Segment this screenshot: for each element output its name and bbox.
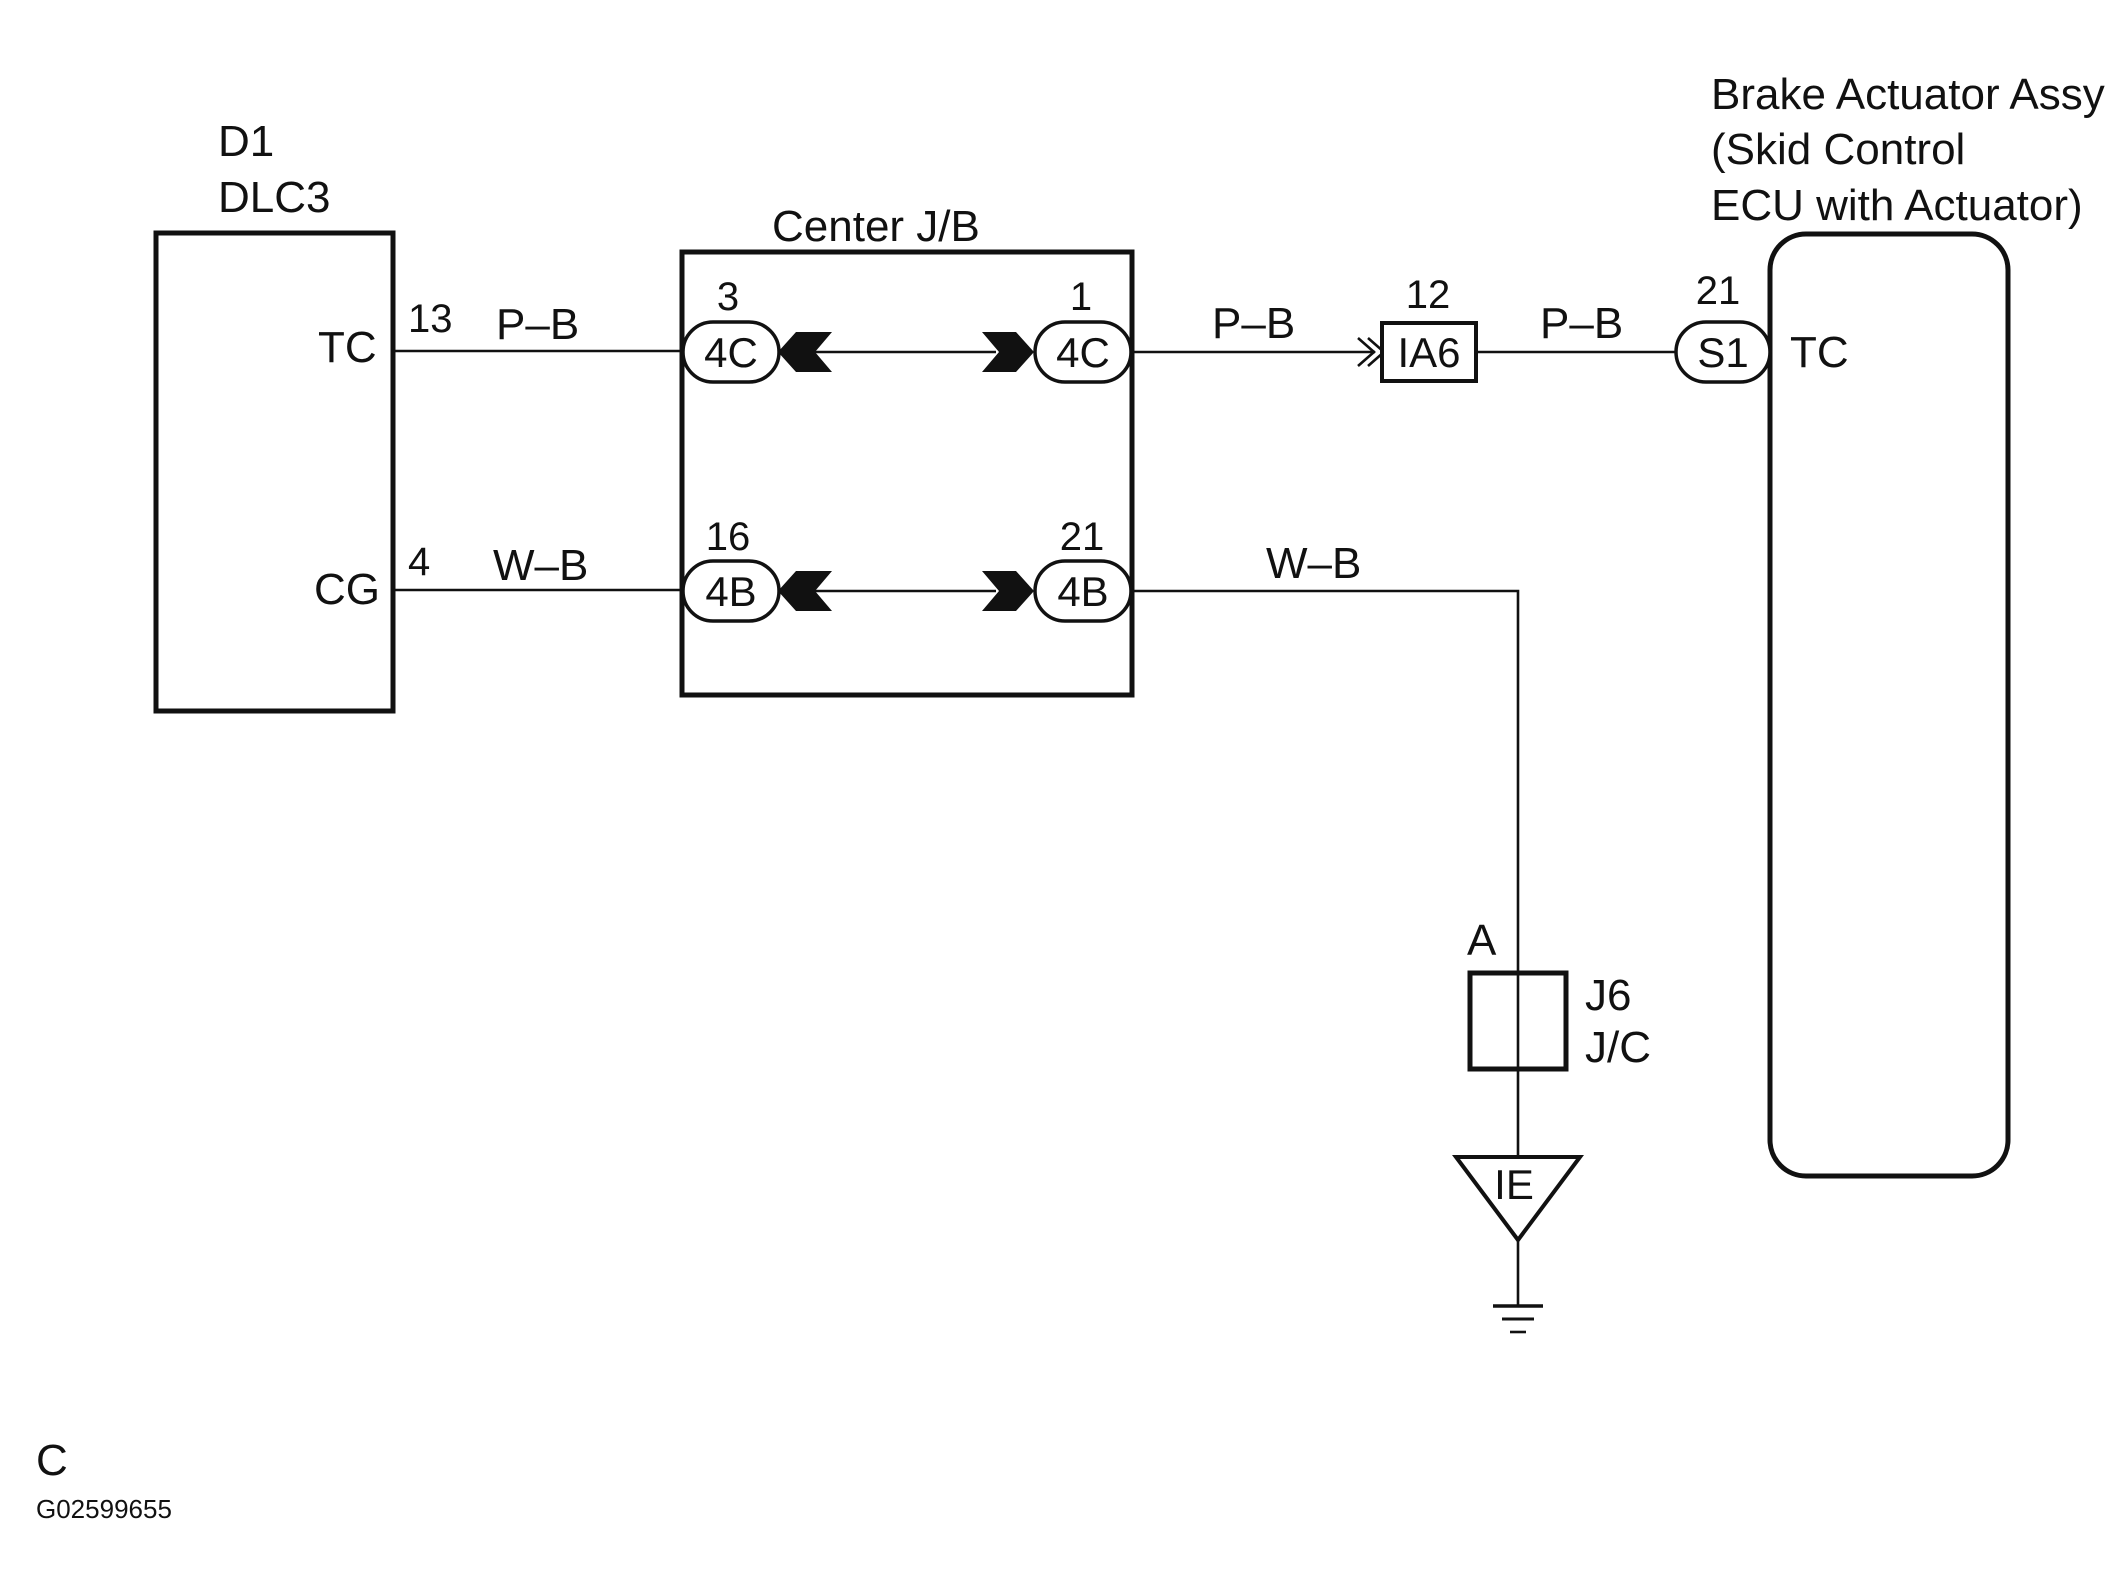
wire-color-cg-left: W–B bbox=[493, 541, 588, 590]
jb-connector-bottom-left-pin: 16 bbox=[706, 515, 751, 559]
dlc3-cg-pin-number: 4 bbox=[408, 540, 430, 584]
junction-point-label: A bbox=[1467, 916, 1497, 965]
ecu-title-line-1: Brake Actuator Assy bbox=[1711, 70, 2105, 119]
footer-letter: C bbox=[36, 1436, 68, 1485]
ecu-connector-code: S1 bbox=[1697, 329, 1748, 376]
ia6-connector-code: IA6 bbox=[1397, 329, 1460, 376]
jb-arrow-bottom-left-icon bbox=[778, 571, 832, 611]
wire-line-jb-to-junction bbox=[1132, 589, 1520, 973]
jb-connector-bottom-right bbox=[1033, 559, 1133, 623]
center-jb-title: Center J/B bbox=[772, 202, 980, 251]
jb-connector-bottom-left bbox=[681, 559, 781, 623]
ecu-title-line-2: (Skid Control bbox=[1711, 125, 1965, 174]
jb-connector-top-right-pin: 1 bbox=[1070, 275, 1092, 319]
dlc3-cg-wire: 4 W–B bbox=[393, 540, 680, 592]
junction-name-label: J/C bbox=[1585, 1023, 1651, 1072]
jb-arrow-bottom-right-icon bbox=[982, 571, 1034, 611]
center-jb-box bbox=[679, 249, 1135, 698]
dlc3-tc-pin-number: 13 bbox=[408, 297, 453, 341]
wire-color-jb-to-ground: W–B bbox=[1266, 539, 1361, 588]
ecu-terminal-tc: TC bbox=[1790, 328, 1849, 377]
ecu-title-line-3: ECU with Actuator) bbox=[1711, 181, 2083, 230]
jb-connector-top-right-code: 4C bbox=[1056, 329, 1110, 376]
jb-connector-top-right bbox=[1033, 320, 1133, 384]
dlc3-terminal-cg: CG bbox=[314, 565, 380, 614]
jb-arrow-top-right-icon bbox=[982, 332, 1034, 372]
jb-connector-bottom-right-code: 4B bbox=[1057, 568, 1108, 615]
ground-point-code: IE bbox=[1494, 1161, 1534, 1208]
dlc3-component: D1 DLC3 TC CG bbox=[153, 117, 396, 714]
ia6-pin-number: 12 bbox=[1406, 273, 1451, 317]
dlc3-box bbox=[153, 230, 396, 714]
jb-arrow-top-left-icon bbox=[778, 332, 832, 372]
jb-connector-top-left-code: 4C bbox=[704, 329, 758, 376]
ground-circuit: W–B A J6 J/C IE bbox=[1132, 539, 1651, 1334]
jb-connector-bottom-left-code: 4B bbox=[705, 568, 756, 615]
jb-connector-top-left-pin: 3 bbox=[717, 275, 739, 319]
brake-actuator-ecu: Brake Actuator Assy (Skid Control ECU wi… bbox=[1674, 70, 2105, 1179]
wire-color-jb-to-ia6: P–B bbox=[1212, 299, 1295, 348]
ecu-connector-pin: 21 bbox=[1696, 269, 1741, 313]
jb-connector-bottom-right-pin: 21 bbox=[1060, 515, 1105, 559]
ecu-connector-s1 bbox=[1674, 320, 1772, 384]
wire-color-ia6-to-ecu: P–B bbox=[1540, 299, 1623, 348]
ecu-box bbox=[1767, 231, 2011, 1179]
earth-ground-icon bbox=[1493, 1304, 1543, 1334]
center-jb: Center J/B 4C 3 4C 1 4B 16 4B 21 bbox=[679, 202, 1135, 698]
dlc3-terminal-tc: TC bbox=[318, 323, 377, 372]
tc-line-right: P–B IA6 12 P–B bbox=[1132, 273, 1676, 383]
wire-color-tc-left: P–B bbox=[496, 300, 579, 349]
jb-connector-top-left bbox=[681, 320, 781, 384]
dlc3-tc-wire: 13 P–B bbox=[393, 297, 680, 353]
ground-point-triangle bbox=[1452, 1155, 1584, 1244]
ia6-connector bbox=[1380, 321, 1478, 383]
junction-ref-label: J6 bbox=[1585, 971, 1631, 1020]
dlc3-name-label: DLC3 bbox=[218, 173, 331, 222]
footer-code: G02599655 bbox=[36, 1494, 172, 1524]
dlc3-ref-label: D1 bbox=[218, 117, 274, 166]
